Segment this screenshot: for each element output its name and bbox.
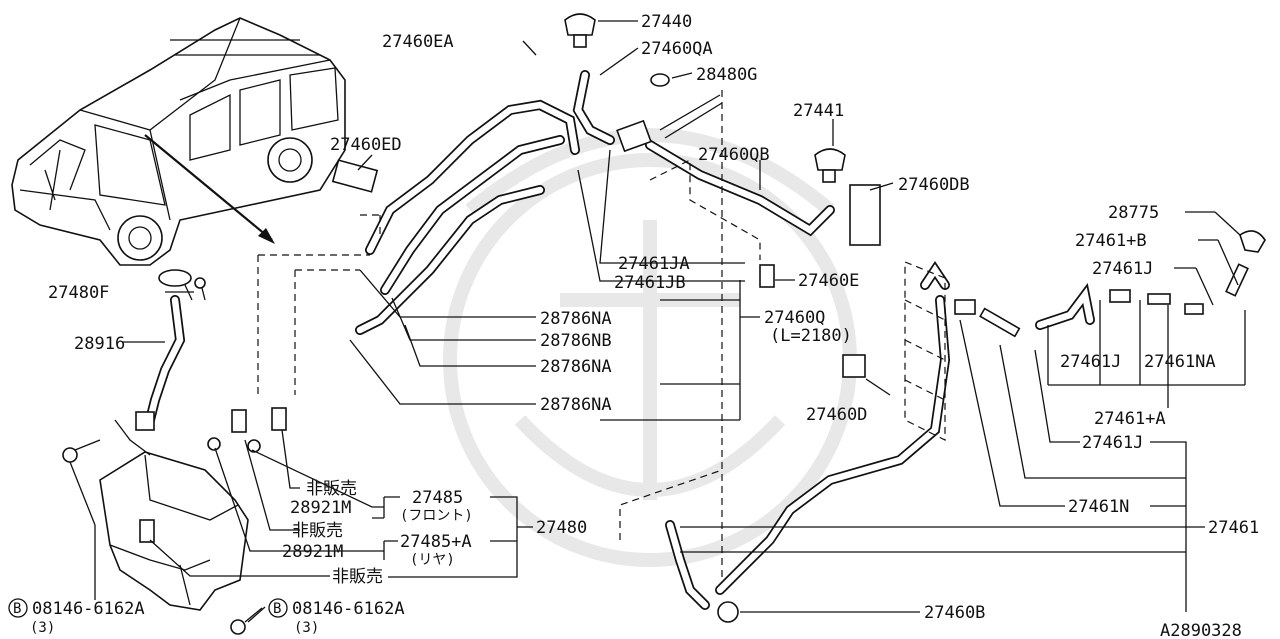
- vehicle-illustration: [11, 17, 346, 266]
- label-27441[interactable]: 27441: [793, 101, 844, 121]
- label-28916[interactable]: 28916: [74, 334, 125, 354]
- label-28480G[interactable]: 28480G: [696, 65, 757, 85]
- label-28786NA-2[interactable]: 28786NA: [540, 357, 612, 377]
- label-27461N[interactable]: 27461N: [1068, 497, 1129, 517]
- arrow-head-icon: [258, 228, 275, 244]
- label-27440[interactable]: 27440: [641, 12, 692, 32]
- label-27460Q[interactable]: 27460Q: [764, 308, 825, 328]
- label-bolt-qty-1: (3): [30, 620, 55, 636]
- label-bolt-08146-6162A-2[interactable]: 08146-6162A: [292, 599, 405, 619]
- bolt-mark-icon: [8, 598, 28, 618]
- diagram-code: A2890328: [1160, 621, 1242, 639]
- label-not-for-sale-1: 非販売: [306, 479, 357, 499]
- label-27460D[interactable]: 27460D: [806, 405, 867, 425]
- label-27461[interactable]: 27461: [1208, 518, 1259, 538]
- bolts: [62, 439, 263, 635]
- label-27485-plus-A[interactable]: 27485+A: [400, 532, 472, 552]
- label-27461J-right[interactable]: 27461J: [1092, 259, 1153, 279]
- label-28775[interactable]: 28775: [1108, 203, 1159, 223]
- label-27461JA[interactable]: 27461JA: [618, 254, 690, 274]
- label-27460QB[interactable]: 27460QB: [698, 145, 770, 165]
- washer-pumps: [207, 407, 287, 453]
- label-28786NA-3[interactable]: 28786NA: [540, 395, 612, 415]
- bolt-mark-icon: [268, 598, 288, 618]
- dashed-guides: [257, 90, 946, 580]
- label-bolt-08146-6162A-1[interactable]: 08146-6162A: [32, 599, 145, 619]
- washer-tank: [99, 419, 249, 611]
- front-hoses: [355, 70, 835, 335]
- label-27461J-b[interactable]: 27461J: [1082, 433, 1143, 453]
- label-not-for-sale-3: 非販売: [332, 567, 383, 587]
- label-27460E[interactable]: 27460E: [798, 271, 859, 291]
- filler-tube: [135, 269, 206, 431]
- label-27460EA[interactable]: 27460EA: [382, 32, 454, 52]
- label-27461J-a[interactable]: 27461J: [1060, 352, 1121, 372]
- label-27461-plus-B[interactable]: 27461+B: [1075, 231, 1147, 251]
- label-27460ED[interactable]: 27460ED: [330, 135, 402, 155]
- part-labels: 27440 27460EA 27460QA 28480G 27441 27460…: [8, 12, 1259, 639]
- label-27480F[interactable]: 27480F: [48, 283, 109, 303]
- label-27485[interactable]: 27485: [412, 488, 463, 508]
- bolt-mark-letter: B: [13, 601, 21, 617]
- label-28921M-1[interactable]: 28921M: [290, 498, 351, 518]
- label-27461NA[interactable]: 27461NA: [1144, 352, 1216, 372]
- nozzles: [331, 13, 1266, 623]
- label-front: (フロント): [400, 508, 473, 524]
- label-27461-plus-A[interactable]: 27461+A: [1094, 409, 1166, 429]
- label-28786NB[interactable]: 28786NB: [540, 331, 612, 351]
- rear-hoses: [665, 260, 1095, 610]
- label-27461JB[interactable]: 27461JB: [614, 273, 686, 293]
- label-rear: (リヤ): [410, 552, 455, 568]
- label-27460DB[interactable]: 27460DB: [898, 175, 970, 195]
- label-27480[interactable]: 27480: [536, 518, 587, 538]
- label-not-for-sale-2: 非販売: [292, 521, 343, 541]
- bolt-mark-letter: B: [273, 601, 281, 617]
- label-27460Q-length: (L=2180): [770, 326, 852, 346]
- location-arrow: [144, 134, 273, 241]
- leader-lines: [69, 20, 1246, 623]
- label-bolt-qty-2: (3): [294, 620, 319, 636]
- label-28921M-2[interactable]: 28921M: [282, 542, 343, 562]
- label-27460B[interactable]: 27460B: [924, 603, 985, 623]
- label-28786NA-1[interactable]: 28786NA: [540, 309, 612, 329]
- label-27460QA[interactable]: 27460QA: [641, 39, 713, 59]
